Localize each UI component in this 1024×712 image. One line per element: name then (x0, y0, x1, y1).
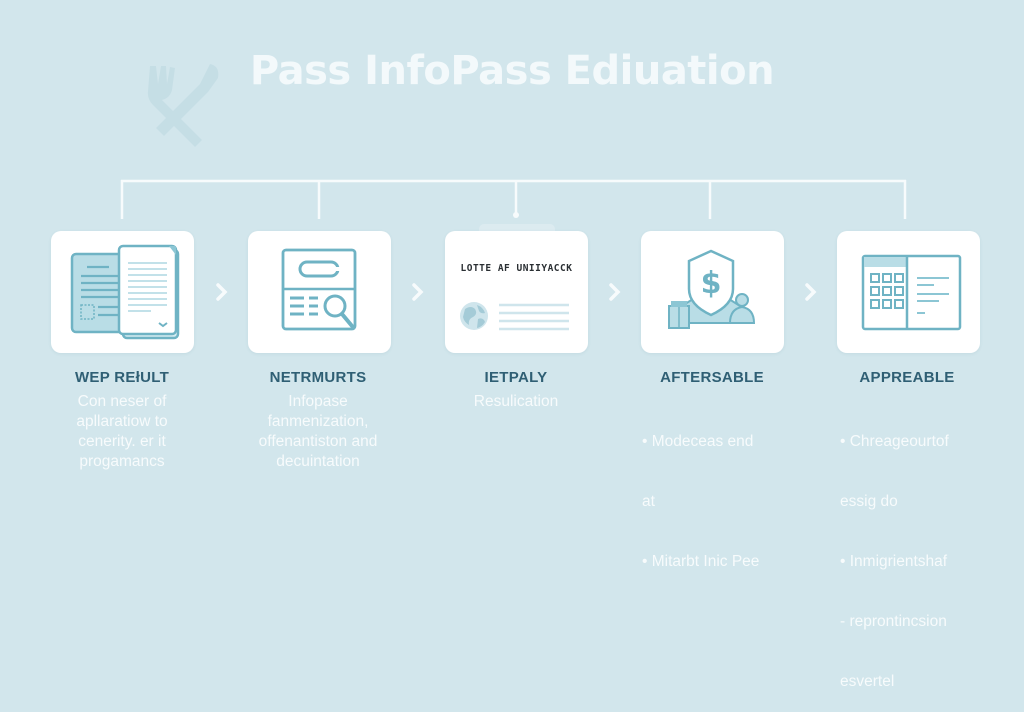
open-documents-icon (70, 244, 180, 340)
step-title-4: AFTERSABLE (660, 369, 764, 386)
step-card-2 (248, 231, 391, 353)
chevron-right-icon (805, 283, 817, 301)
step-card-1 (51, 231, 194, 353)
step-description-2: Infopase fanmenization, offenantiston an… (258, 393, 378, 470)
fork-knife-icon (147, 64, 219, 147)
chevron-right-icon (216, 283, 228, 301)
document-search-icon (281, 248, 357, 331)
chevron-right-icon (609, 283, 621, 301)
page-title: Pass InfoPass Ediuation (249, 48, 775, 94)
step-title-5: APPREABLE (859, 369, 955, 386)
card-heading: LOTTE AF UNIIYACCK (460, 263, 573, 274)
svg-text:$: $ (701, 266, 722, 301)
step-card-4: $ (641, 231, 784, 353)
step-description-3: Resulication (473, 393, 559, 410)
step-title-3: IETPALY (484, 369, 548, 386)
step-card-5 (837, 231, 980, 353)
calculator-panel-icon (861, 254, 962, 331)
clipboard-globe-icon (460, 302, 569, 331)
chevron-right-icon (412, 283, 424, 301)
shield-dollar-icon: $ (668, 249, 756, 329)
connector-bracket (120, 179, 907, 219)
step-bullets-5: • Chreageourtof essig do • Inmigrientsha… (840, 433, 949, 690)
step-bullets-4: • Modeceas end at • Mitarbt Inic Pee (642, 433, 760, 570)
step-card-3: LOTTE AF UNIIYACCK (445, 231, 588, 353)
step-title-1: WEP REłULT (74, 369, 170, 386)
step-title-2: NETRMURTS (269, 369, 367, 386)
step-description-1: Con neser of apllaratiow to cenerity. er… (76, 393, 168, 470)
